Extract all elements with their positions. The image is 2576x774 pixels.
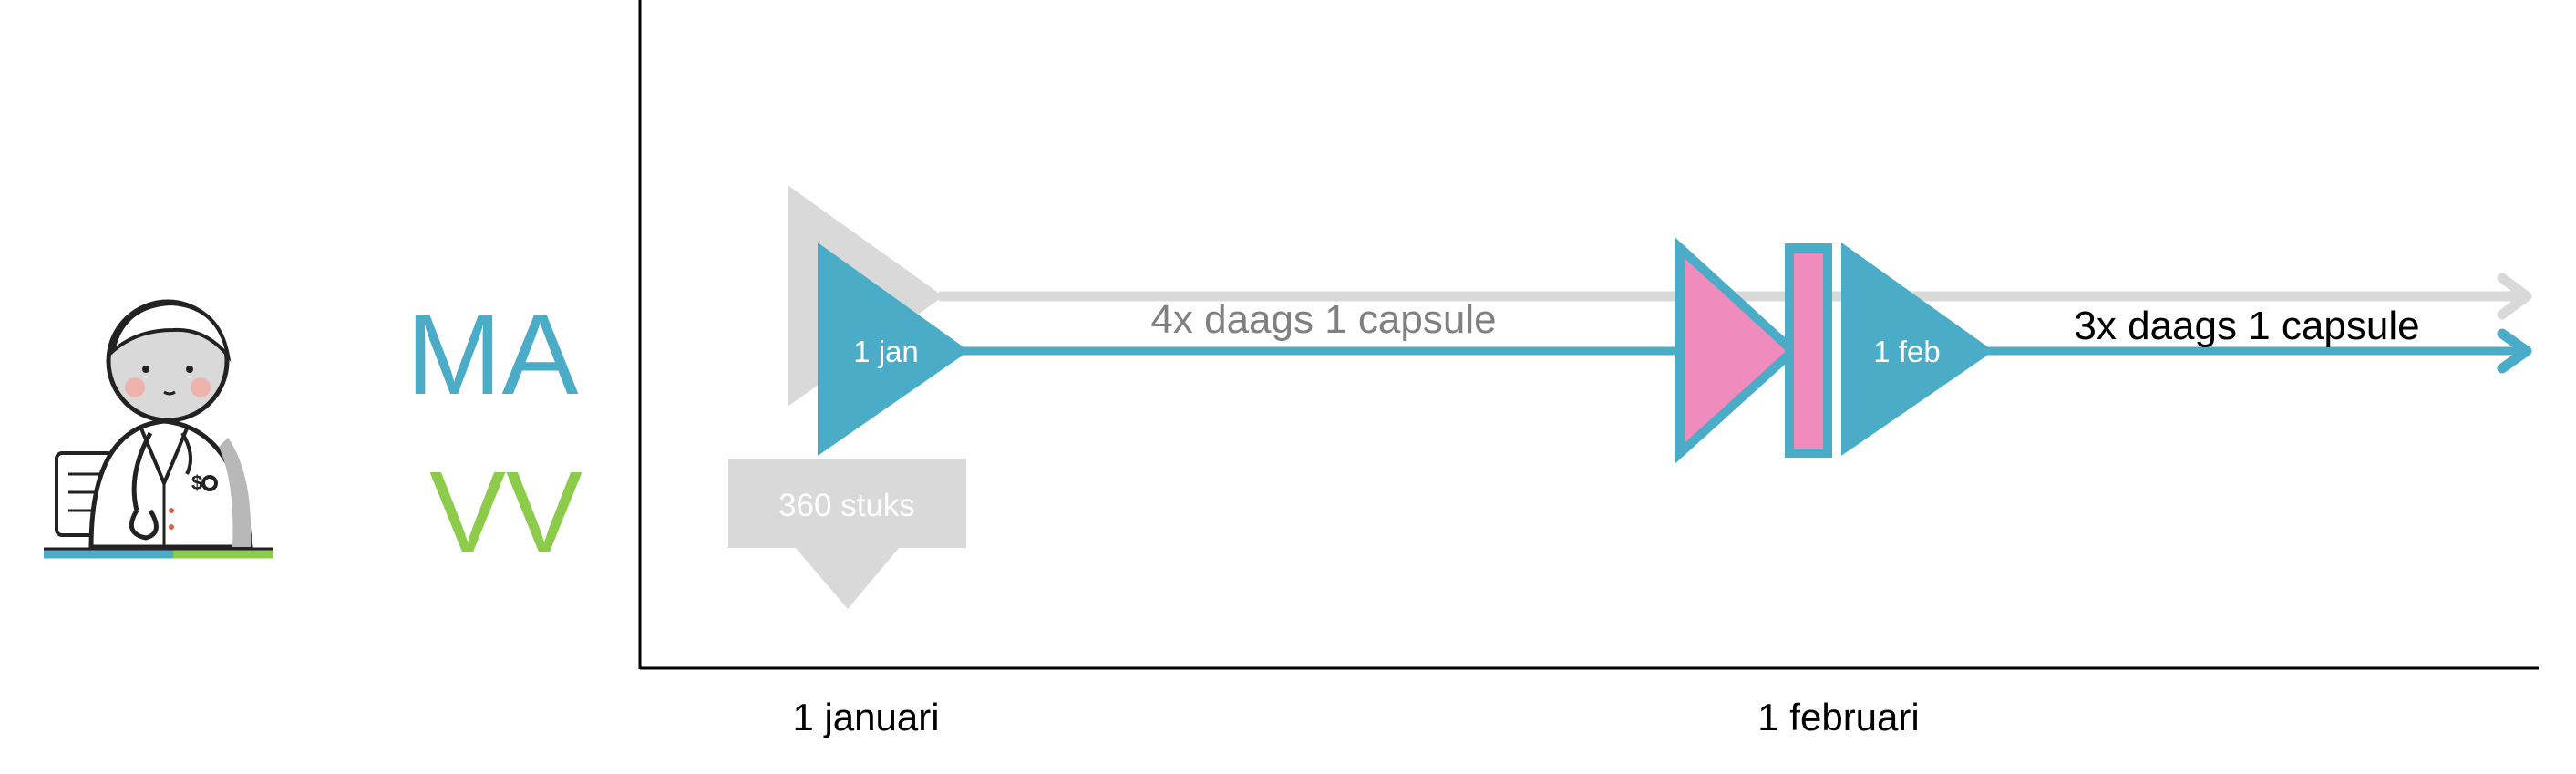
date-label-end: 1 februari [1757,696,1919,738]
dose-before-label: 4x daags 1 capsule [1150,297,1496,342]
start-triangle [818,243,969,456]
blue-flow-line [957,328,2532,374]
stop-marker [1675,237,1832,464]
end-marker-label: 1 feb [1873,335,1940,368]
svg-text:$: $ [191,471,202,494]
legend-vv-label: VV [429,448,582,576]
legend-ma-label: MA [407,290,579,418]
end-triangle [1841,243,1994,456]
start-marker-label: 1 jan [853,335,919,368]
date-label-start: 1 januari [792,696,939,738]
dispense-label: 360 stuks [778,488,915,523]
dispense-callout: 360 stuks [728,459,966,609]
doctor-icon: $ [44,299,273,559]
dose-after-label: 3x daags 1 capsule [2074,304,2419,348]
